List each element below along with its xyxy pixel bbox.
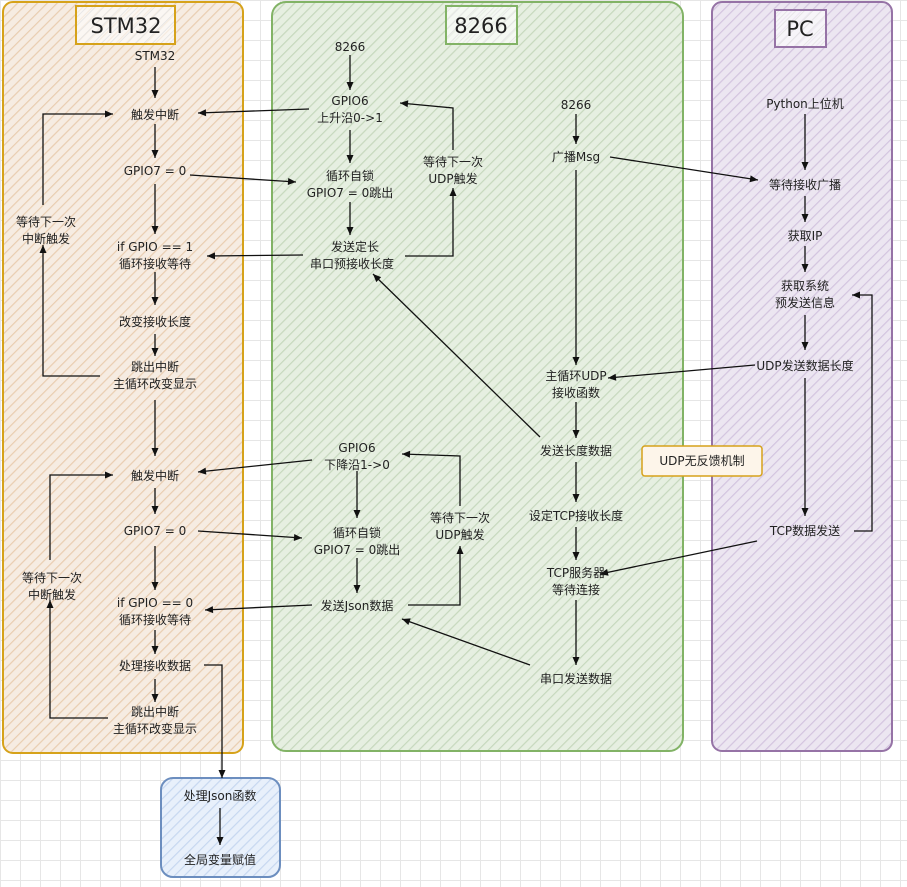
stm32-wait2-trigger-label: 中断触发 <box>28 587 76 602</box>
pc-udp-len-label: UDP发送数据长度 <box>756 358 853 373</box>
stm32-if2-label: if GPIO == 0 <box>117 596 193 610</box>
edge-tcp-sys <box>852 291 873 532</box>
pc-wait-broadcast-label: 等待接收广播 <box>769 177 841 192</box>
esp-udp-recv-label: 接收函数 <box>552 385 600 400</box>
edge-gpio7-lock <box>189 174 297 185</box>
stm32-exit-display-label: 主循环改变显示 <box>113 376 197 391</box>
esp-rising-edge-label: 上升沿0->1 <box>317 111 383 125</box>
esp-tcp-server-label: TCP服务器 <box>546 565 605 580</box>
pc-pre-send-label: 预发送信息 <box>775 295 835 310</box>
esp-set-tcp-label: 设定TCP接收长度 <box>529 508 623 523</box>
stm32-wait-label: 等待下一次 <box>16 215 76 229</box>
esp-udp-loop-label: 主循环UDP <box>545 369 606 383</box>
esp-lock-label: 循环自锁 <box>326 168 374 183</box>
stm32-exit2-display-label: 主循环改变显示 <box>113 721 197 736</box>
stm32-wait2-label: 等待下一次 <box>22 571 82 585</box>
stm32-trigger-label: 触发中断 <box>131 107 179 122</box>
stm32-process-label: 处理接收数据 <box>119 658 191 673</box>
edge-stm-exit2-wait <box>46 600 108 719</box>
edge-waitb-gpio6 <box>401 450 461 506</box>
stm32-gpio7b-label: GPIO7 = 0 <box>124 524 186 538</box>
esp-lock-exit-label: GPIO7 = 0跳出 <box>307 186 393 200</box>
json-assign-label: 全局变量赋值 <box>184 852 256 867</box>
edge-pcudp-udp <box>607 364 756 381</box>
esp8266-title: 8266 <box>454 14 507 38</box>
esp-broadcast-label: 广播Msg <box>552 150 600 164</box>
esp-lockb-label: 循环自锁 <box>333 525 381 540</box>
edge-broadcast-pc <box>609 156 759 183</box>
stm32-exit-label: 跳出中断 <box>131 359 179 374</box>
edge-json-if2 <box>204 604 313 614</box>
pc-title: PC <box>786 17 813 41</box>
pc-container: PC <box>711 1 893 752</box>
esp-gpio6b-label: GPIO6 <box>338 441 375 455</box>
edges <box>39 55 873 845</box>
edge-stm-wait-trigger <box>42 110 113 205</box>
esp-send-len-data-label: 发送长度数据 <box>540 443 612 458</box>
esp-wait-label: 等待下一次 <box>423 155 483 169</box>
stm32-start-label: STM32 <box>135 49 176 63</box>
esp-falling-edge-label: 下降沿1->0 <box>324 458 390 472</box>
edge-gpio6-up-trigger <box>197 108 310 117</box>
edge-sendb-wait <box>408 546 464 606</box>
edge-wait-gpio6 <box>399 100 454 150</box>
esp8266-title-box <box>445 5 518 45</box>
esp-tcp-wait-label: 等待连接 <box>552 582 600 597</box>
stm32-title-box <box>75 5 176 45</box>
edge-stm-process-json <box>204 664 226 778</box>
json-func-label: 处理Json函数 <box>184 788 257 803</box>
labels: STM32 触发中断 GPIO7 = 0 if GPIO == 1 循环接收等待… <box>16 40 854 867</box>
stm32-if2-wait-label: 循环接收等待 <box>119 612 191 627</box>
esp-waitb-udp-label: UDP触发 <box>435 527 484 542</box>
stm32-if-wait-label: 循环接收等待 <box>119 256 191 271</box>
stm32-if-label: if GPIO == 1 <box>117 240 193 254</box>
esp-start-label: 8266 <box>335 40 366 54</box>
pc-python-label: Python上位机 <box>766 96 844 111</box>
stm32-exit2-label: 跳出中断 <box>131 704 179 719</box>
edge-sendlen-send <box>372 273 541 438</box>
stm32-trigger2-label: 触发中断 <box>131 468 179 483</box>
edge-send-wait <box>405 188 457 257</box>
pc-title-box <box>774 9 827 48</box>
stm32-wait-trigger-label: 中断触发 <box>22 231 70 246</box>
esp-gpio6-label: GPIO6 <box>331 94 368 108</box>
edge-stm-exit-wait <box>39 245 100 377</box>
udp-note-text: UDP无反馈机制 <box>659 454 744 468</box>
edge-gpio7-lock2 <box>197 530 303 541</box>
esp-serial-send-label: 串口发送数据 <box>540 671 612 686</box>
esp-serial-len-label: 串口预接收长度 <box>310 256 394 271</box>
esp-wait-udp-label: UDP触发 <box>428 171 477 186</box>
esp-right-start-label: 8266 <box>561 98 592 112</box>
stm32-change-len-label: 改变接收长度 <box>119 314 191 329</box>
pc-tcp-send-label: TCP数据发送 <box>769 523 840 538</box>
stm32-container: STM32 <box>2 1 244 754</box>
esp-send-len-label: 发送定长 <box>331 239 379 254</box>
edge-pctcp-tcp <box>599 540 758 576</box>
edge-stm-wait2-trigger <box>49 471 113 560</box>
esp-send-json-label: 发送Json数据 <box>321 598 394 613</box>
pc-get-ip-label: 获取IP <box>788 229 823 243</box>
udp-note: UDP无反馈机制 <box>641 445 763 477</box>
stm32-title: STM32 <box>91 14 162 38</box>
pc-get-sys-label: 获取系统 <box>781 279 829 293</box>
edge-gpio6-down-trigger <box>197 459 313 475</box>
edge-serial-json <box>401 618 531 666</box>
esp-lockb-exit-label: GPIO7 = 0跳出 <box>314 543 400 557</box>
edge-send-len-if <box>206 252 304 260</box>
esp-waitb-label: 等待下一次 <box>430 511 490 525</box>
stm32-gpio7-label: GPIO7 = 0 <box>124 164 186 178</box>
